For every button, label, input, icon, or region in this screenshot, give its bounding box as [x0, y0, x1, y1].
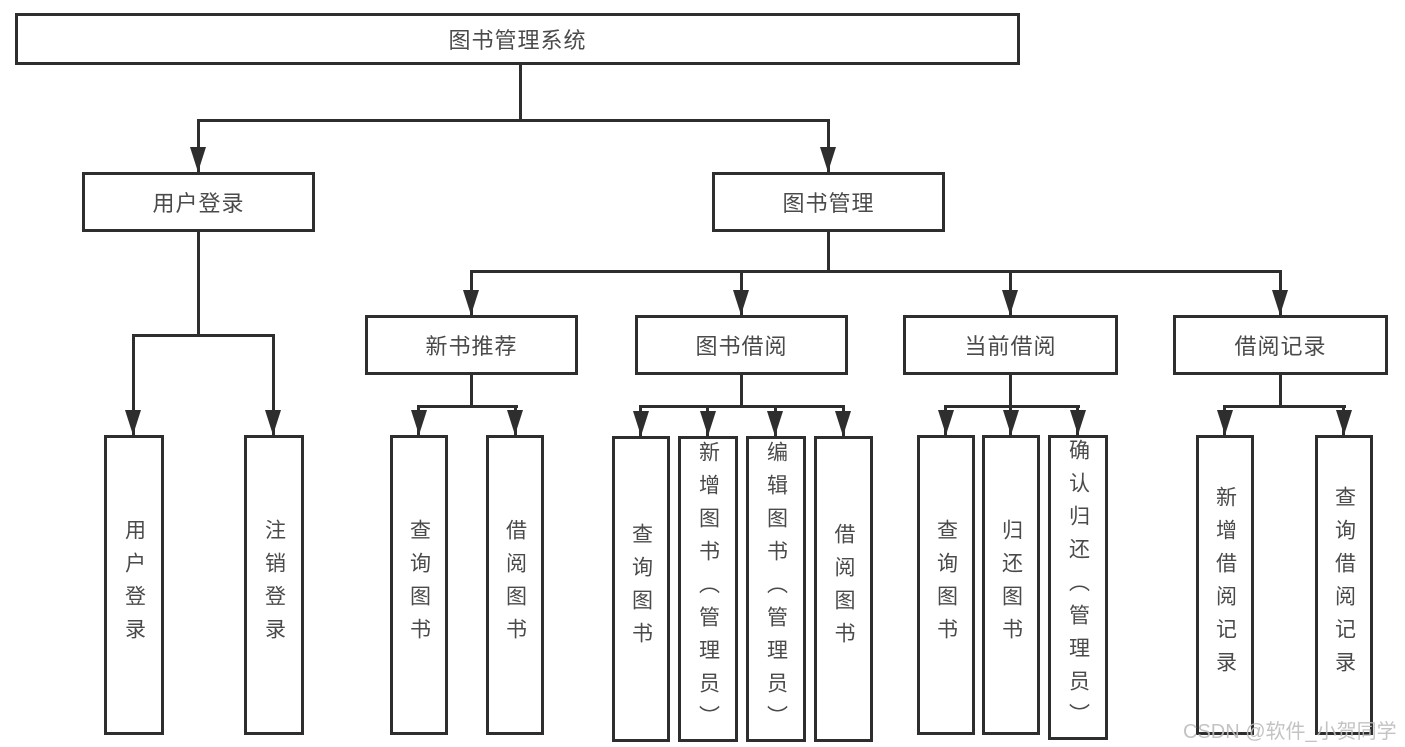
node-label: 查询图书 [407, 519, 431, 651]
leaf-query-books-current: 查询图书 [917, 435, 975, 735]
arrowhead-down-icon [767, 411, 783, 436]
leaf-logout: 注销登录 [244, 435, 304, 735]
connector-line [470, 375, 473, 405]
node-label: 查询借阅记录 [1332, 486, 1356, 684]
node-book-management-branch: 图书管理 [712, 172, 945, 232]
node-label: 借阅图书 [503, 519, 527, 651]
connector-line [827, 119, 830, 172]
arrowhead-down-icon [190, 147, 206, 172]
connector-line [639, 405, 845, 408]
arrowhead-down-icon [1002, 290, 1018, 315]
node-label: 注销登录 [262, 519, 286, 651]
arrowhead-down-icon [1070, 410, 1086, 435]
node-label: 当前借阅 [964, 334, 1057, 359]
node-current-borrowing: 当前借阅 [903, 315, 1118, 375]
leaf-add-books-admin: 新增图书（管理员） [678, 436, 738, 742]
node-label: 新增图书（管理员） [696, 440, 720, 738]
connector-line [944, 405, 1080, 408]
leaf-query-borrow-record: 查询借阅记录 [1315, 435, 1373, 735]
node-new-book-recommendation: 新书推荐 [365, 315, 578, 375]
leaf-query-books-recommend: 查询图书 [390, 435, 448, 735]
node-label: 归还图书 [999, 519, 1023, 651]
connector-line [827, 232, 830, 270]
connector-line [1279, 375, 1282, 405]
arrowhead-down-icon [633, 411, 649, 436]
node-label: 编辑图书（管理员） [764, 440, 788, 738]
arrowhead-down-icon [265, 410, 281, 435]
arrowhead-down-icon [820, 147, 836, 172]
arrowhead-down-icon [1336, 410, 1352, 435]
arrowhead-down-icon [1272, 290, 1288, 315]
node-library-management-system: 图书管理系统 [15, 13, 1020, 65]
arrowhead-down-icon [1217, 410, 1233, 435]
connector-line [197, 119, 830, 122]
node-label: 用户登录 [122, 519, 146, 651]
node-label: 图书借阅 [695, 334, 788, 359]
node-book-borrowing: 图书借阅 [635, 315, 848, 375]
node-label: 借阅图书 [832, 523, 856, 655]
connector-line [272, 334, 275, 435]
leaf-borrow-books-recommend: 借阅图书 [486, 435, 544, 735]
leaf-add-borrow-record: 新增借阅记录 [1196, 435, 1254, 735]
connector-line [1009, 375, 1012, 405]
node-label: 查询图书 [934, 519, 958, 651]
arrowhead-down-icon [125, 410, 141, 435]
arrowhead-down-icon [938, 410, 954, 435]
node-borrow-records: 借阅记录 [1173, 315, 1388, 375]
connector-line [740, 375, 743, 405]
leaf-query-books-borrowing: 查询图书 [612, 436, 670, 742]
node-label: 新增借阅记录 [1213, 486, 1237, 684]
node-label: 借阅记录 [1234, 334, 1327, 359]
node-label: 查询图书 [629, 523, 653, 655]
leaf-confirm-return-admin: 确认归还（管理员） [1048, 435, 1108, 740]
node-label: 新书推荐 [425, 334, 518, 359]
arrowhead-down-icon [1003, 410, 1019, 435]
node-user-login-branch: 用户登录 [82, 172, 315, 232]
connector-line [132, 334, 275, 337]
arrowhead-down-icon [507, 410, 523, 435]
connector-line [519, 65, 522, 122]
connector-line [417, 405, 518, 408]
connector-line [197, 232, 200, 334]
arrowhead-down-icon [463, 290, 479, 315]
connector-line [132, 334, 135, 435]
node-label: 用户登录 [152, 191, 245, 216]
connector-line [197, 119, 200, 172]
leaf-user-login: 用户登录 [104, 435, 164, 735]
node-label: 图书管理系统 [448, 28, 587, 53]
node-label: 图书管理 [782, 191, 875, 216]
leaf-borrow-books: 借阅图书 [814, 436, 873, 742]
csdn-watermark: CSDN @软件_小贺同学 [1183, 721, 1397, 743]
leaf-edit-books-admin: 编辑图书（管理员） [746, 436, 806, 742]
leaf-return-books: 归还图书 [982, 435, 1040, 735]
connector-line [1223, 405, 1346, 408]
arrowhead-down-icon [835, 411, 851, 436]
arrowhead-down-icon [411, 410, 427, 435]
arrowhead-down-icon [733, 290, 749, 315]
connector-line [470, 270, 1282, 273]
arrowhead-down-icon [700, 411, 716, 436]
node-label: 确认归还（管理员） [1066, 439, 1090, 736]
